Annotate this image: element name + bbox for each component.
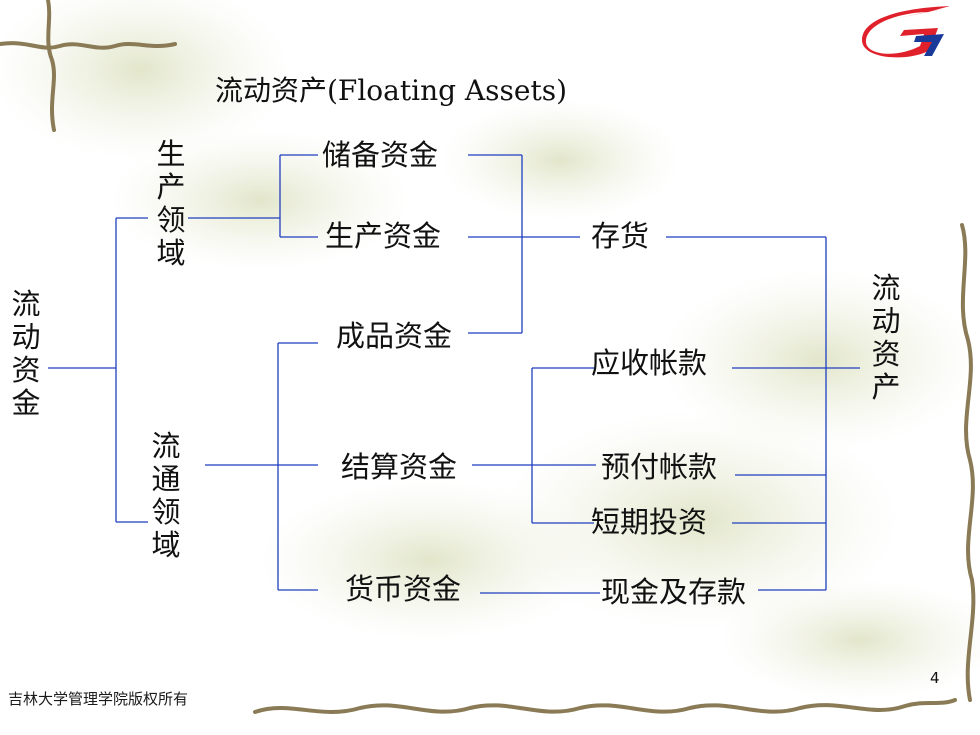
fund-reserve: 储备资金 (322, 138, 439, 172)
logo-icon (862, 6, 950, 58)
leaf-shape (0, 0, 290, 160)
leaf-shape (720, 580, 980, 700)
vine-right (960, 223, 976, 702)
fund-monetary: 货币资金 (345, 572, 462, 606)
vertical-char: 资 (871, 337, 901, 371)
footer-copyright: 吉林大学管理学院版权所有 (8, 690, 189, 708)
asset-cash: 现金及存款 (601, 575, 747, 609)
leaf-shape (440, 100, 680, 220)
fund-settlement: 结算资金 (341, 450, 458, 484)
page-number: 4 (930, 669, 940, 687)
vine-top-left (46, 0, 56, 132)
asset-receivable: 应收帐款 (591, 346, 708, 380)
vertical-char: 金 (11, 386, 41, 420)
leaf-shape (500, 410, 900, 630)
vertical-char: 领 (151, 495, 181, 529)
fund-finished: 成品资金 (336, 319, 453, 353)
vertical-char: 流 (151, 429, 181, 463)
vertical-char: 动 (11, 320, 41, 354)
leaf-shape (660, 270, 980, 450)
fund-production: 生产资金 (325, 219, 442, 253)
vertical-char: 领 (156, 203, 186, 237)
asset-inventory: 存货 (591, 219, 650, 253)
leaf-shape (260, 480, 600, 640)
vertical-char: 通 (151, 462, 181, 496)
vertical-char: 产 (871, 370, 901, 404)
production-domain-label: 生产领域 (155, 138, 187, 270)
diagram-title: 流动资产(Floating Assets) (215, 74, 567, 107)
right-label-current-assets: 流动资产 (870, 272, 902, 404)
leaf-shape (110, 130, 410, 270)
asset-prepaid: 预付帐款 (601, 450, 718, 484)
circulation-domain-label: 流通领域 (150, 430, 182, 562)
vine-bottom (253, 698, 957, 714)
vertical-char: 流 (11, 287, 41, 321)
vertical-char: 流 (871, 271, 901, 305)
vertical-char: 动 (871, 304, 901, 338)
vertical-char: 域 (156, 236, 186, 270)
vertical-char: 产 (156, 170, 186, 204)
vertical-char: 生 (156, 137, 186, 171)
vertical-char: 域 (151, 528, 181, 562)
vertical-char: 资 (11, 353, 41, 387)
vine-top-left (0, 41, 177, 50)
left-label-liquid-funds: 流动资金 (10, 288, 42, 420)
asset-short-investment: 短期投资 (591, 505, 708, 539)
